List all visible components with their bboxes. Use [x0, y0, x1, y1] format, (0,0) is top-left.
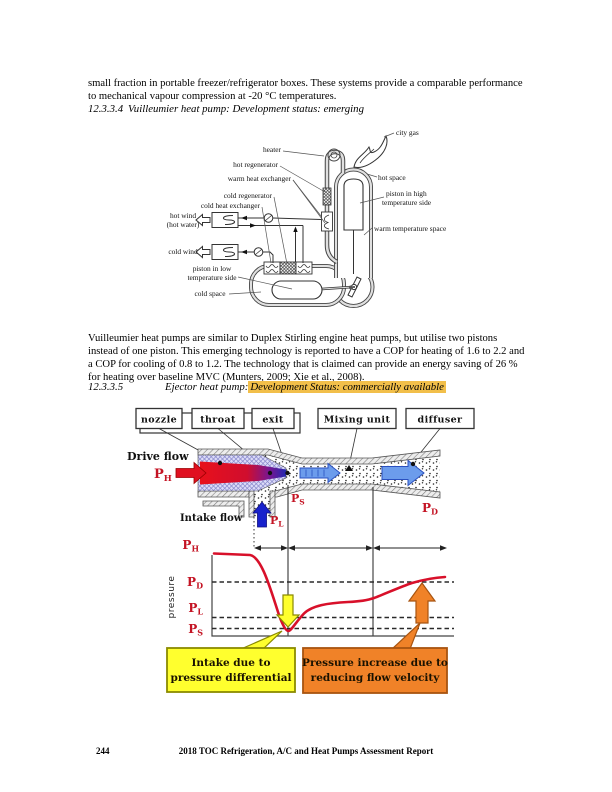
piston-low [271, 280, 323, 300]
label-pd-diffuser: PD [422, 501, 438, 517]
label-drive-flow: Drive flow [127, 450, 189, 463]
page-number: 244 [96, 746, 110, 756]
label-pl-intake: PL [270, 514, 284, 529]
intake-down-arrow [275, 594, 301, 628]
ejector-figure: nozzle throat exit Mixing unit diffuser [110, 405, 500, 700]
leader-markers [217, 460, 416, 476]
warm-heat-exchanger-block-2 [295, 261, 313, 275]
label-cold-heat-exchanger: cold heat exchanger [201, 201, 261, 210]
vuilleumier-diagram: city gas heater hot regenerator warm hea… [167, 128, 447, 308]
hot-regenerator-block [322, 187, 332, 206]
footer-report-title: 2018 TOC Refrigeration, A/C and Heat Pum… [178, 746, 434, 756]
cold-regenerator-block [279, 261, 297, 275]
pressure-curve [212, 552, 447, 633]
section-number: 12.3.3.4 [88, 103, 124, 115]
label-nozzle: nozzle [141, 415, 177, 426]
plot-ylabel: pressure [167, 576, 177, 619]
label-piston-high-1: piston in high [386, 189, 427, 198]
label-hot-wind: hot wind [170, 211, 196, 220]
cold-wind-arrow-icon [195, 245, 211, 259]
callout-pressure-box [302, 647, 448, 694]
cold-wind-circuit [211, 244, 274, 263]
vuilleumier-figure: city gas heater hot regenerator warm hea… [150, 125, 470, 320]
plot-label-pd: PD [187, 575, 203, 591]
warm-heat-exchanger-block [321, 211, 333, 232]
intake-flow-arrow [252, 501, 272, 528]
plot-label-ph: PH [182, 538, 199, 554]
section-heading-12334: 12.3.3.4 Vuilleumier heat pump: Developm… [88, 103, 364, 115]
label-diffuser: diffuser [418, 415, 464, 426]
cold-heat-exchanger-block [263, 261, 281, 275]
drive-flow-arrow [175, 461, 207, 485]
callout-intake: Intake due to pressure differential [166, 630, 296, 693]
label-hot-regenerator: hot regenerator [233, 160, 278, 169]
section-title: Vuilleumier heat pump: Development statu… [128, 103, 364, 115]
plot-label-pl: PL [188, 601, 203, 617]
piston-high [343, 178, 364, 274]
plot-label-ps: PS [188, 622, 203, 638]
label-piston-low-1: piston in low [193, 264, 232, 273]
callout-intake-line2: pressure differential [171, 672, 292, 684]
callout-pressure-line2: reducing flow velocity [311, 672, 441, 684]
label-hot-water: (hot water) [167, 220, 200, 229]
hot-wind-circuit [211, 212, 322, 263]
label-cold-regenerator: cold regenerator [224, 191, 273, 200]
label-throat: throat [200, 415, 236, 426]
label-hot-space: hot space [378, 173, 406, 182]
callout-pressure: Pressure increase due to reducing flow v… [302, 622, 448, 694]
drive-jet [200, 461, 286, 485]
regenerator-column [321, 187, 339, 265]
callout-intake-pointer [240, 630, 283, 650]
label-warm-temperature-space: warm temperature space [374, 224, 447, 233]
pressure-up-arrow [407, 581, 437, 624]
label-city-gas: city gas [396, 128, 419, 137]
label-warm-heat-exchanger: warm heat exchanger [228, 174, 292, 183]
label-piston-low-2: temperature side [187, 273, 237, 282]
flame-icon [353, 134, 388, 168]
mixing-arrow-2 [381, 459, 425, 487]
heater-pipe [324, 148, 346, 189]
label-heater: heater [263, 145, 282, 154]
crank-mechanism [321, 276, 362, 298]
part-label-boxes: nozzle throat exit Mixing unit diffuser [135, 407, 475, 430]
paragraph-vuilleumier: Vuilleumier heat pumps are similar to Du… [88, 332, 525, 384]
label-exit: exit [262, 415, 284, 426]
callout-intake-box [166, 647, 296, 693]
ejector-diagram: nozzle throat exit Mixing unit diffuser [127, 407, 475, 694]
ejector-walls [197, 448, 441, 518]
callout-pressure-line1: Pressure increase due to [302, 657, 448, 669]
section-heading-12335: 12.3.3.5 Ejector heat pump: Development … [88, 381, 446, 393]
leader-lines [228, 132, 395, 295]
dimension-arrows [254, 545, 447, 551]
hot-wind-arrow-icon [195, 213, 211, 227]
label-mixing-unit: Mixing unit [324, 415, 391, 426]
mixing-arrow-1 [299, 462, 341, 484]
page-footer: 244 2018 TOC Refrigeration, A/C and Heat… [0, 746, 612, 756]
section-title-highlight: Development Status: commercially availab… [248, 381, 446, 393]
callout-intake-line1: Intake due to [192, 657, 271, 669]
section-title: Ejector heat pump: [165, 381, 249, 393]
label-cold-space: cold space [195, 289, 227, 298]
label-intake-flow: Intake flow [180, 513, 243, 524]
plot-dashed-levels [212, 581, 454, 630]
pressure-plot: pressure PH PD PL PS [167, 538, 454, 638]
label-ps-exit: PS [291, 492, 305, 507]
label-cold-wind: cold wind [168, 247, 198, 256]
label-piston-high-2: temperature side [382, 198, 432, 207]
paragraph-intro: small fraction in portable freezer/refri… [88, 77, 523, 102]
section-number: 12.3.3.5 [88, 381, 124, 393]
label-ph-drive: PH [154, 467, 172, 484]
